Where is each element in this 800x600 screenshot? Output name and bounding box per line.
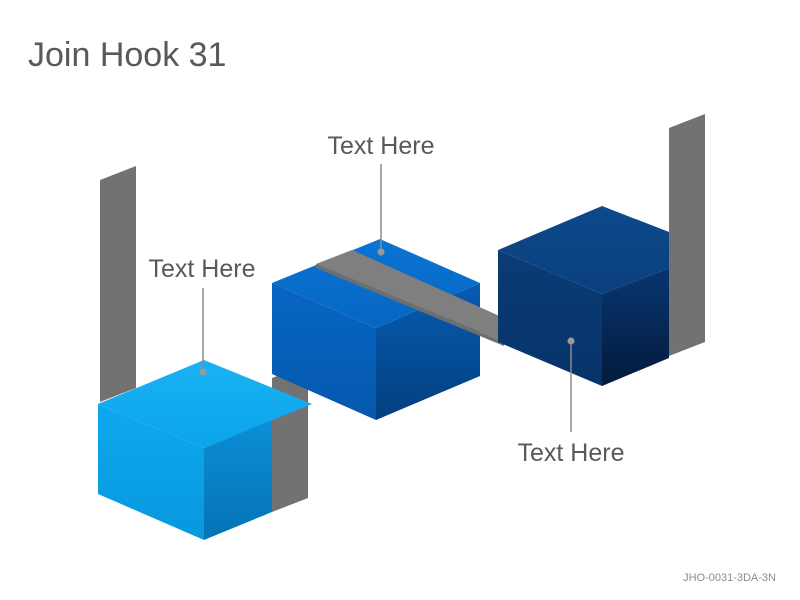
left-leader xyxy=(199,288,207,376)
middle-label: Text Here xyxy=(328,132,435,160)
slide-code: JHO-0031-3DA-3N xyxy=(683,572,776,584)
left-cube xyxy=(98,360,312,540)
right-label: Text Here xyxy=(518,439,625,467)
middle-leader xyxy=(377,164,385,256)
left-label: Text Here xyxy=(149,255,256,283)
left-vertical-strip xyxy=(100,166,136,402)
right-cube xyxy=(498,206,669,386)
slide-title: Join Hook 31 xyxy=(28,36,227,74)
middle-connector-strip xyxy=(316,250,504,346)
right-leader xyxy=(567,337,575,432)
right-vertical-strip xyxy=(669,114,705,356)
